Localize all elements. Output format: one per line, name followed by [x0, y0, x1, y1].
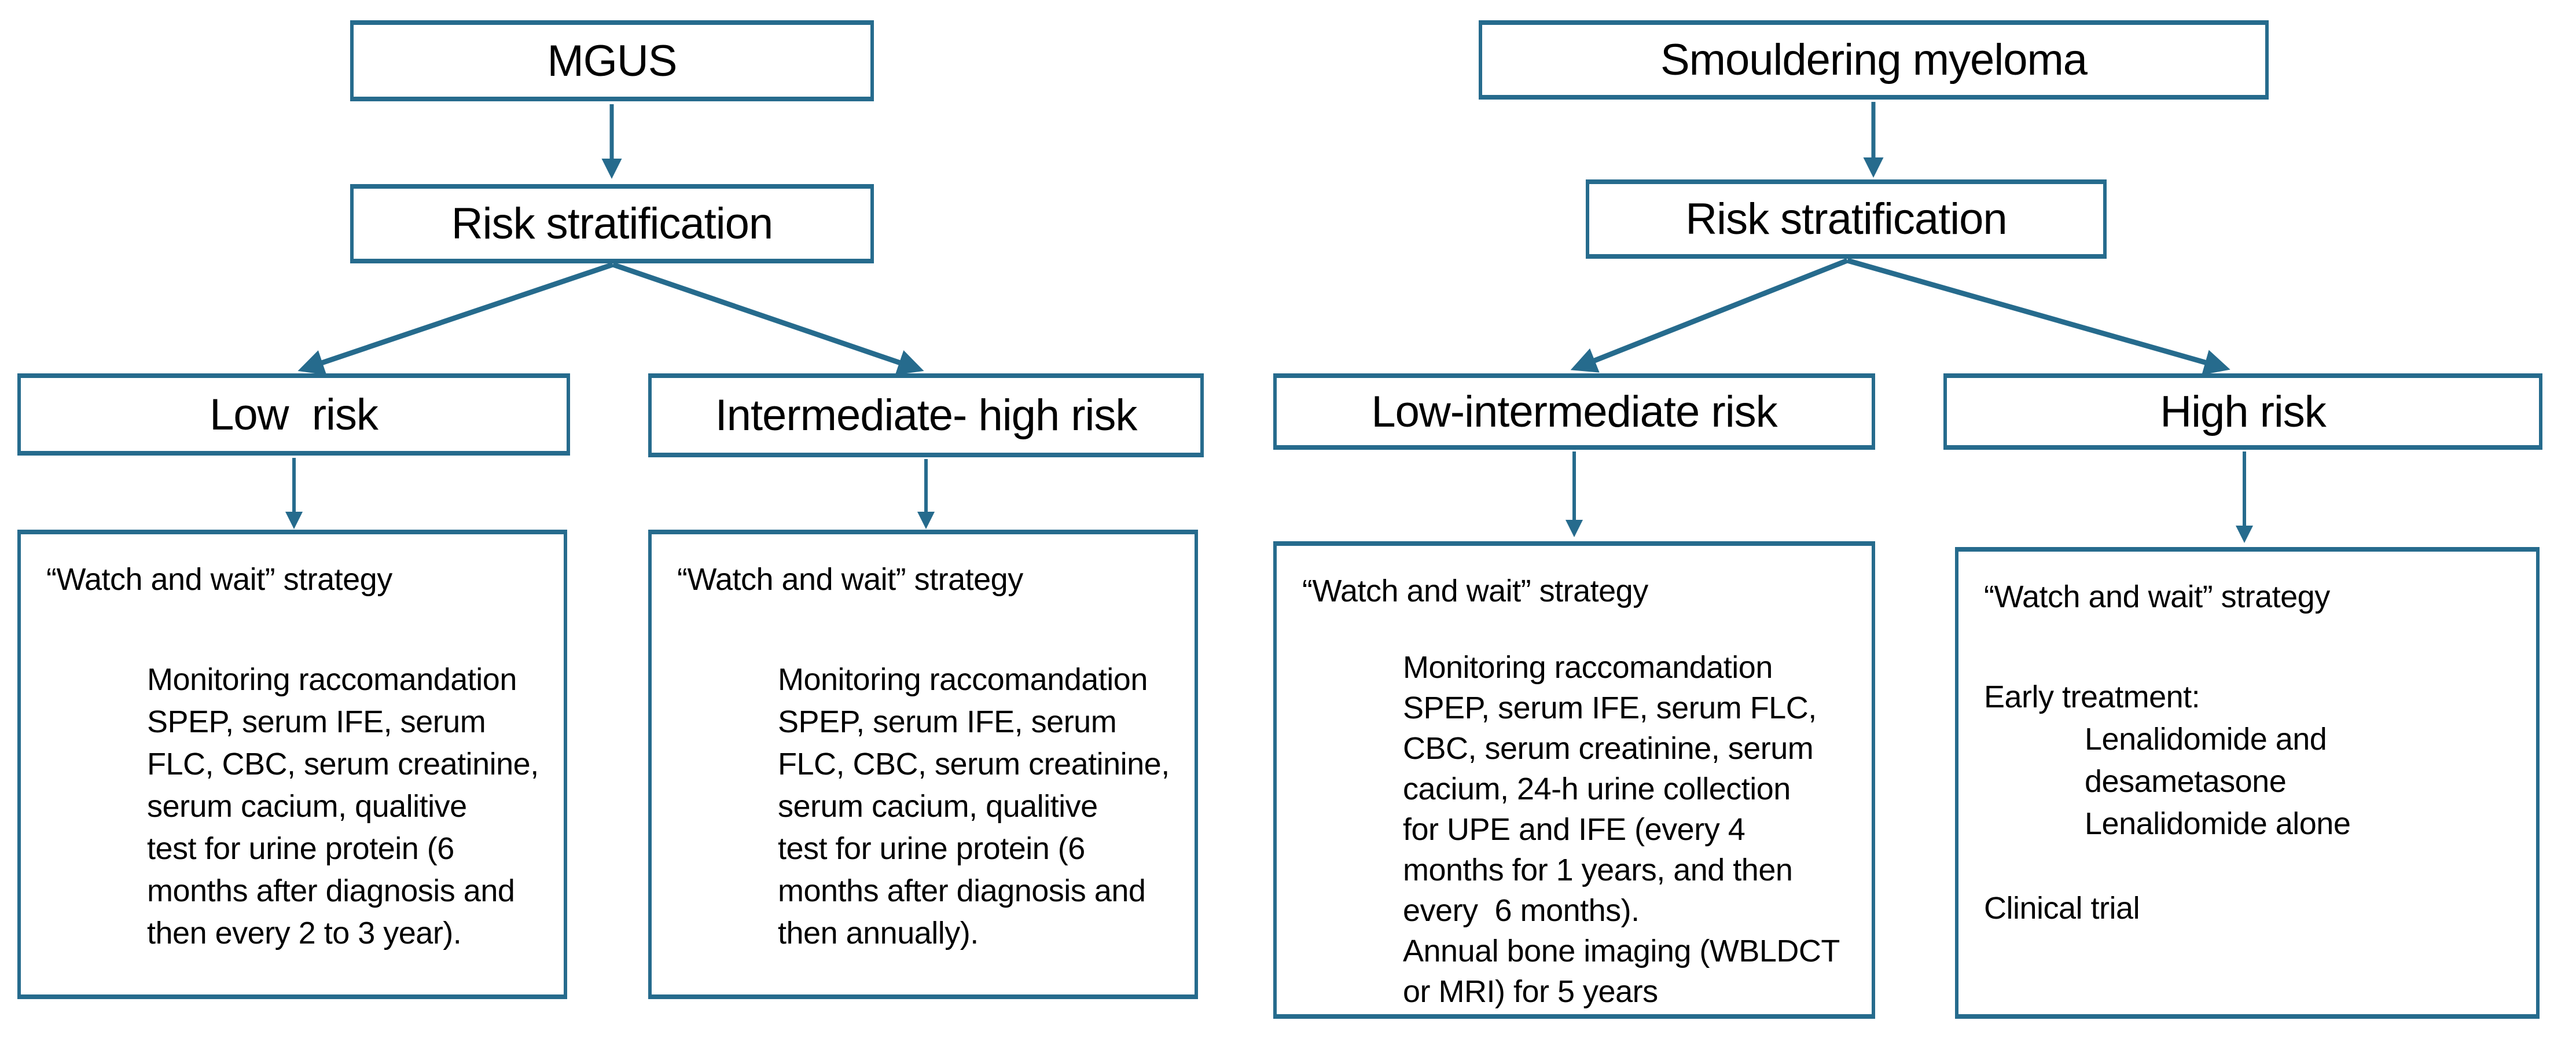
arrow-stratification-to-intermediate-high-risk: [612, 262, 924, 375]
spacer: [21, 601, 564, 659]
detail-line: Lenalidomide and: [2085, 722, 2327, 757]
detail-line: cacium, 24-h urine collection: [1403, 772, 1791, 806]
detail-line: Annual bone imaging (WBLDCT: [1403, 934, 1840, 968]
node-high-risk: High risk: [1943, 373, 2542, 450]
spacer: [1958, 618, 2536, 676]
arrow-stratification-to-high-risk: [1846, 258, 2230, 375]
arrow-stratification-to-low-intermediate: [1570, 258, 1849, 373]
detail-line: Lenalidomide alone: [2085, 806, 2351, 841]
detail-line: SPEP, serum IFE, serum: [778, 704, 1117, 739]
node-low-risk: Low risk: [17, 373, 570, 456]
arrow-stratification-to-low-risk: [297, 262, 614, 375]
node-smouldering-risk-stratification: Risk stratification: [1586, 179, 2107, 259]
detail-title: “Watch and wait” strategy: [46, 562, 392, 597]
detail-high-risk: “Watch and wait” strategy Early treatmen…: [1955, 547, 2540, 1019]
detail-line: for UPE and IFE (every 4: [1403, 812, 1745, 847]
detail-intermediate-high-risk: “Watch and wait” strategy Monitoring rac…: [648, 530, 1198, 999]
detail-line: SPEP, serum IFE, serum: [147, 704, 486, 739]
node-mgus-risk-stratification: Risk stratification: [350, 184, 874, 263]
node-mgus: MGUS: [350, 20, 874, 101]
detail-line: CBC, serum creatinine, serum: [1403, 731, 1814, 766]
detail-line: [1958, 845, 2536, 887]
node-smouldering-myeloma: Smouldering myeloma: [1479, 20, 2269, 100]
detail-low-risk: “Watch and wait” strategy Monitoring rac…: [17, 530, 567, 999]
node-intermediate-high-risk: Intermediate- high risk: [648, 373, 1204, 457]
detail-line: test for urine protein (6: [778, 831, 1085, 866]
detail-line: FLC, CBC, serum creatinine,: [778, 747, 1170, 781]
detail-line: serum cacium, qualitive: [778, 789, 1098, 824]
detail-line: every 6 months).: [1403, 893, 1640, 928]
detail-line: then every 2 to 3 year).: [147, 916, 462, 950]
detail-title: “Watch and wait” strategy: [1984, 579, 2330, 614]
detail-line: or MRI) for 5 years: [1403, 974, 1658, 1009]
detail-line: months after diagnosis and: [778, 873, 1146, 908]
detail-line: SPEP, serum IFE, serum FLC,: [1403, 691, 1817, 725]
detail-line: desametasone: [2085, 764, 2287, 799]
detail-line: test for urine protein (6: [147, 831, 454, 866]
node-low-intermediate-risk: Low-intermediate risk: [1273, 373, 1875, 450]
detail-line: Early treatment:: [1984, 680, 2200, 714]
spacer: [1277, 612, 1872, 647]
detail-line: FLC, CBC, serum creatinine,: [147, 747, 539, 781]
spacer: [652, 601, 1195, 659]
detail-title: “Watch and wait” strategy: [1302, 574, 1648, 608]
detail-low-intermediate-risk: “Watch and wait” strategy Monitoring rac…: [1273, 541, 1875, 1019]
detail-line: then annually).: [778, 916, 979, 950]
detail-line: Clinical trial: [1984, 891, 2140, 926]
detail-line: serum cacium, qualitive: [147, 789, 467, 824]
detail-line: Monitoring raccomandation: [778, 662, 1148, 697]
detail-title: “Watch and wait” strategy: [677, 562, 1023, 597]
detail-line: Monitoring raccomandation: [1403, 650, 1773, 685]
detail-line: months after diagnosis and: [147, 873, 515, 908]
detail-line: months for 1 years, and then: [1403, 853, 1793, 887]
detail-line: Monitoring raccomandation: [147, 662, 517, 697]
